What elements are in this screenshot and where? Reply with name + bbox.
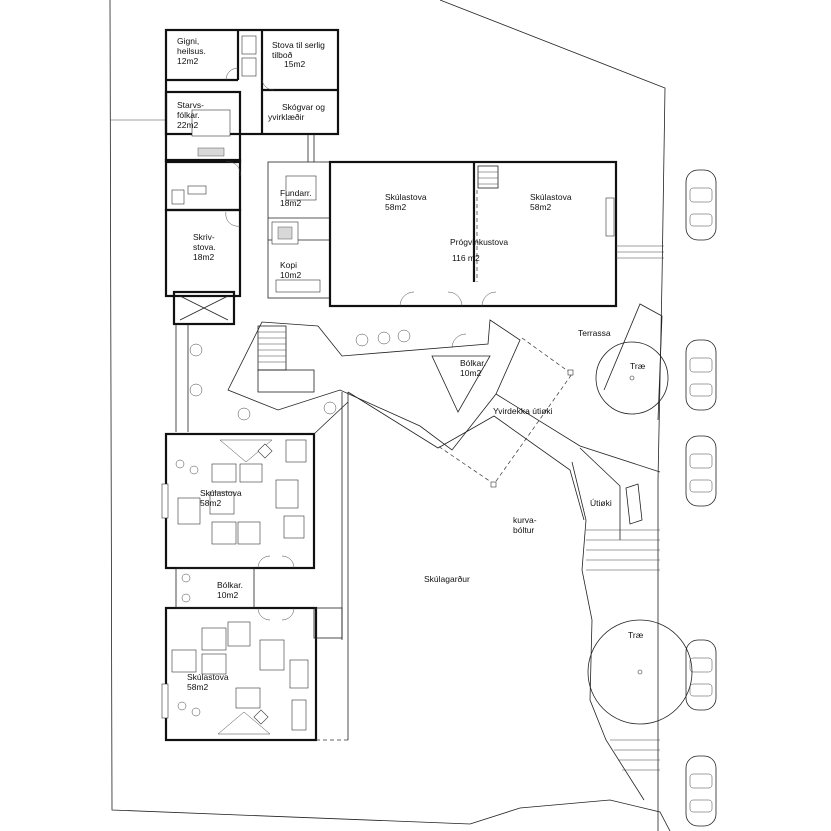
car-2 xyxy=(685,339,717,411)
label-kurvabóltur: kurva-bóltur xyxy=(513,515,537,535)
car-4 xyxy=(685,639,717,711)
label-utioki: Útiøki xyxy=(590,498,612,508)
label-skulagardur: Skúlagarður xyxy=(424,574,470,584)
site-boundary xyxy=(109,0,671,831)
label-skrivstova: Skriv-stova.18m2 xyxy=(193,232,216,262)
label-trae-2: Træ xyxy=(628,630,644,640)
classroom-block-south xyxy=(161,392,349,742)
label-yvirdekka: Yvirdekka útiøki xyxy=(493,406,553,416)
parking-cars xyxy=(685,169,717,827)
car-3 xyxy=(685,435,717,507)
label-fundarr: Fundarr.18m2 xyxy=(280,188,312,208)
covered-outdoor-area xyxy=(437,337,574,488)
central-lobby xyxy=(227,319,521,451)
schoolyard-lines xyxy=(347,303,663,801)
north-wing-walls xyxy=(164,28,340,326)
label-gigni: Gigni,heilsus.12m2 xyxy=(177,36,206,66)
label-bolkar-2: Bólkar.10m2 xyxy=(217,580,243,600)
west-corridor xyxy=(175,324,203,432)
classroom-block-north xyxy=(328,160,664,308)
tree-1 xyxy=(595,341,669,415)
car-5 xyxy=(685,755,717,827)
group-room-triangle xyxy=(431,355,491,413)
trees xyxy=(587,341,693,725)
meeting-rooms xyxy=(267,134,331,299)
car-1 xyxy=(685,169,717,241)
label-starvsfolkar: Starvs-fólkar.22m2 xyxy=(177,100,204,130)
label-terrassa: Terrassa xyxy=(578,328,611,338)
tree-2 xyxy=(587,619,693,725)
label-trae-1: Træ xyxy=(630,361,646,371)
label-bolkar-1: Bólkar.10m2 xyxy=(460,358,486,378)
